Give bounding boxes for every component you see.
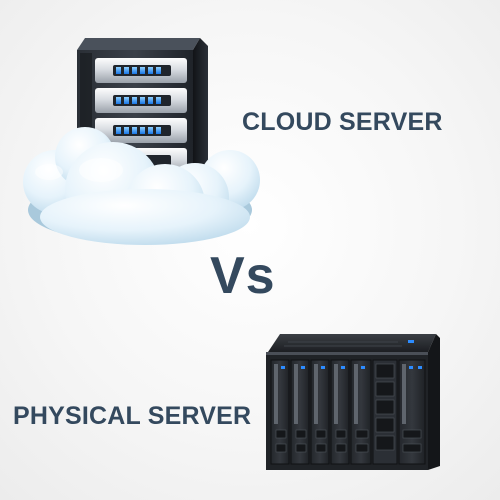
status-lights — [281, 340, 422, 369]
cloud-server-label: CLOUD SERVER — [242, 108, 443, 136]
physical-server-label: PHYSICAL SERVER — [13, 402, 252, 430]
cloud-shape — [23, 127, 260, 245]
server-unit — [95, 88, 187, 113]
cloud-server-icon — [23, 38, 260, 245]
drive-bays — [275, 363, 422, 453]
blade-handles — [274, 364, 406, 424]
server-unit — [95, 58, 187, 83]
physical-server-icon — [266, 334, 440, 470]
versus-label: Vs — [210, 247, 276, 305]
server-unit — [95, 118, 187, 143]
vent-lines — [284, 341, 402, 347]
